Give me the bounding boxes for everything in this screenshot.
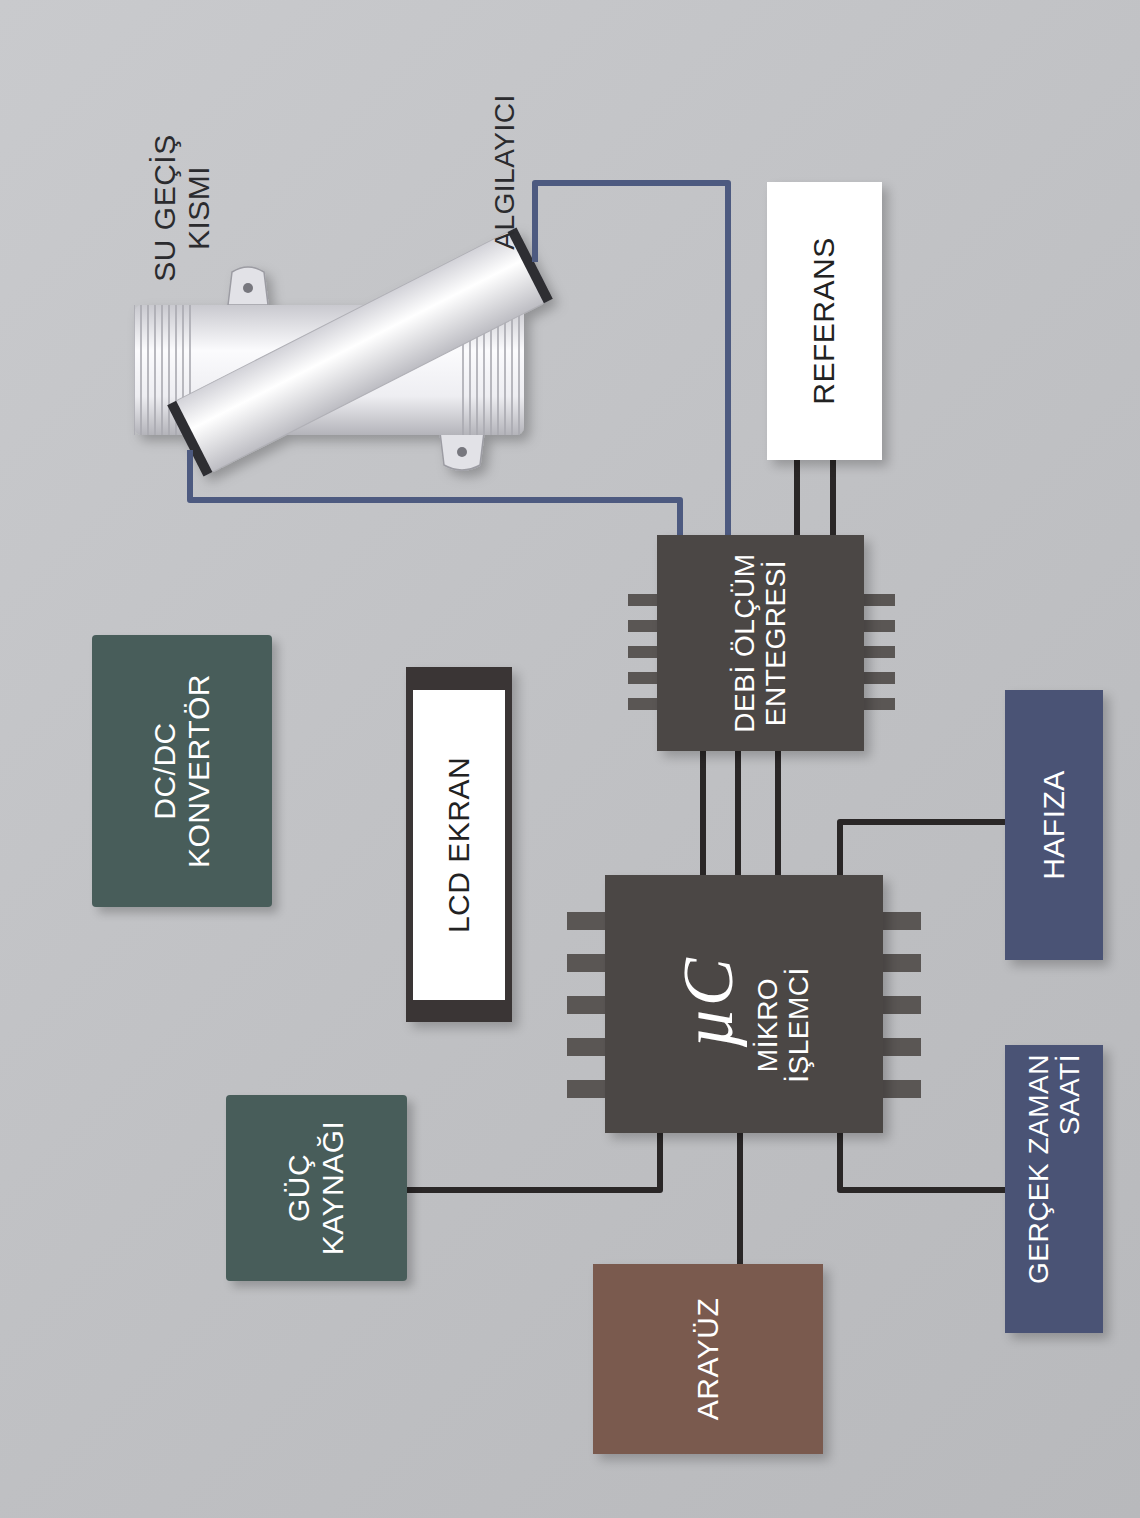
node-label: µC: [672, 938, 744, 1068]
signal-line: [740, 1133, 741, 1264]
signal-line: [738, 751, 739, 875]
node-label: DEBİ ÖLÇÜM ENTEGRESİ: [729, 548, 792, 738]
lcd-screen: LCD EKRAN: [406, 667, 512, 1022]
node-label: HAFIZA: [1037, 705, 1071, 945]
signal-line: [840, 1133, 1005, 1190]
converter-box: DC/DC KONVERTÖR: [92, 635, 272, 907]
node-label: REFERANS: [807, 201, 841, 441]
flow-ic: DEBİ ÖLÇÜM ENTEGRESİ: [657, 535, 864, 751]
signal-line: [703, 751, 704, 875]
water-pipe: [134, 227, 553, 476]
power-supply-box: GÜÇ KAYNAĞI: [226, 1095, 407, 1281]
node-label: DC/DC KONVERTÖR: [148, 671, 215, 871]
node-label: ARAYÜZ: [691, 1272, 725, 1447]
microcontroller: µCMİKRO İŞLEMCİ: [605, 875, 883, 1133]
node-label: MİKRO İŞLEMCİ: [752, 940, 815, 1110]
node-label: SU GEÇİŞ KISMI: [148, 133, 215, 283]
node-label: GERÇEK ZAMAN SAATİ: [1023, 1054, 1086, 1324]
memory-box: HAFIZA: [1005, 690, 1103, 960]
sensor-wire: [535, 183, 728, 535]
reference-box: REFERANS: [767, 182, 882, 460]
signal-line: [407, 1133, 660, 1190]
node-label: GÜÇ KAYNAĞI: [282, 1106, 349, 1271]
pipe-assembly: SU GEÇİŞ KISMIALGILAYICI: [120, 90, 540, 470]
signal-line: [833, 460, 834, 535]
rtc-box: GERÇEK ZAMAN SAATİ: [1005, 1045, 1103, 1333]
node-label: LCD EKRAN: [442, 705, 476, 985]
interface-box: ARAYÜZ: [593, 1264, 823, 1454]
signal-line: [778, 751, 779, 875]
signal-line: [797, 460, 798, 535]
signal-line: [840, 822, 1005, 875]
node-label: ALGILAYICI: [489, 72, 520, 272]
sensor-wire: [190, 450, 680, 535]
